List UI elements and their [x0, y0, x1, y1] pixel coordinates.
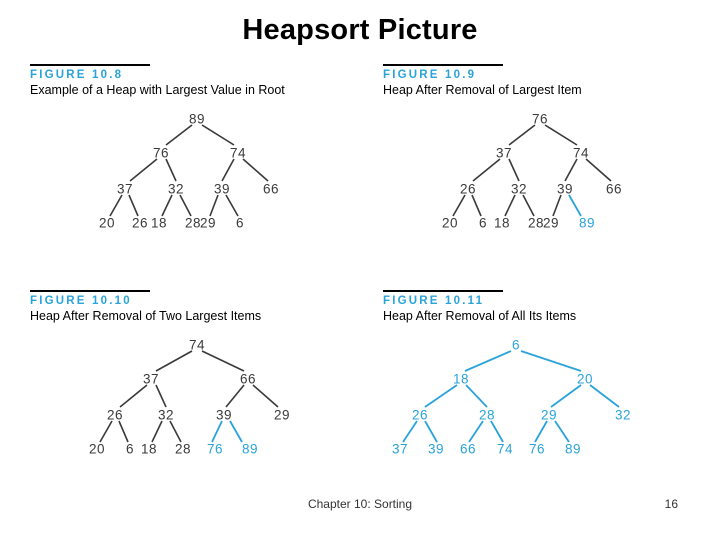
heap-node-removed: 76	[206, 441, 224, 457]
heap-edges	[452, 124, 612, 217]
heap-node: 32	[167, 181, 185, 197]
heap-node-removed: 26	[411, 407, 429, 423]
heap-edges	[99, 350, 279, 443]
page-title: Heapsort Picture	[242, 14, 478, 46]
heap-node: 29	[542, 215, 560, 231]
heap-edges	[402, 350, 620, 443]
heap-node: 74	[188, 337, 206, 353]
heap-node-removed: 39	[427, 441, 445, 457]
heap-node: 28	[184, 215, 202, 231]
heap-node: 66	[605, 181, 623, 197]
figure-label: FIGURE 10.8	[30, 69, 124, 81]
figure-label: FIGURE 10.9	[383, 69, 477, 81]
figure-10-9: FIGURE 10.9 Heap After Removal of Larges…	[383, 64, 683, 231]
heap-node: 37	[116, 181, 134, 197]
heap-node: 20	[98, 215, 116, 231]
heap-node: 74	[229, 145, 247, 161]
heap-node: 29	[273, 407, 291, 423]
heap-node-removed: 6	[511, 337, 521, 353]
figure-10-8: FIGURE 10.8 Example of a Heap with Large…	[30, 64, 330, 231]
figure-rule	[30, 64, 150, 66]
heap-node: 66	[262, 181, 280, 197]
footer-page-number: 16	[664, 497, 678, 511]
heap-node-removed: 89	[578, 215, 596, 231]
heap-node: 37	[495, 145, 513, 161]
figure-rule	[383, 290, 503, 292]
figure-rule	[383, 64, 503, 66]
heap-node: 39	[556, 181, 574, 197]
heap-node: 32	[510, 181, 528, 197]
figure-caption: Heap After Removal of All Its Items	[383, 309, 577, 323]
heap-node: 6	[125, 441, 135, 457]
heap-node: 29	[199, 215, 217, 231]
heap-edges	[109, 124, 269, 217]
heap-node-removed: 89	[564, 441, 582, 457]
figure-label: FIGURE 10.11	[383, 295, 485, 307]
heap-node-removed: 18	[452, 371, 470, 387]
heap-node: 74	[572, 145, 590, 161]
heap-node: 28	[527, 215, 545, 231]
heap-node: 66	[239, 371, 257, 387]
heap-node: 26	[459, 181, 477, 197]
heap-node: 26	[131, 215, 149, 231]
heap-tree-10-8: 89 76 74 37 32 39 66 20 26 18 28 29 6	[30, 101, 330, 231]
figure-rule	[30, 290, 150, 292]
heap-node-removed: 89	[241, 441, 259, 457]
heap-tree-10-10: 74 37 66 26 32 39 29 20 6 18 28 76 89	[30, 327, 330, 457]
heap-node: 28	[174, 441, 192, 457]
footer-chapter-label: Chapter 10: Sorting	[307, 497, 413, 511]
heap-node: 20	[88, 441, 106, 457]
figure-10-10: FIGURE 10.10 Heap After Removal of Two L…	[30, 290, 330, 457]
figure-10-11: FIGURE 10.11 Heap After Removal of All I…	[383, 290, 683, 457]
heap-node-removed: 66	[459, 441, 477, 457]
heap-node-removed: 29	[540, 407, 558, 423]
heap-node: 6	[478, 215, 488, 231]
heap-node: 18	[150, 215, 168, 231]
heap-node-removed: 28	[478, 407, 496, 423]
figure-caption: Heap After Removal of Largest Item	[383, 83, 582, 97]
heap-node-removed: 20	[576, 371, 594, 387]
figure-label: FIGURE 10.10	[30, 295, 132, 307]
heap-node: 18	[493, 215, 511, 231]
heap-node: 39	[213, 181, 231, 197]
heap-node: 18	[140, 441, 158, 457]
heap-node: 32	[157, 407, 175, 423]
heap-node-removed: 74	[496, 441, 514, 457]
heap-node: 20	[441, 215, 459, 231]
heap-node: 76	[531, 111, 549, 127]
heap-node-removed: 32	[614, 407, 632, 423]
heap-tree-10-9: 76 37 74 26 32 39 66 20 6 18 28 29 89	[383, 101, 683, 231]
figure-caption: Example of a Heap with Largest Value in …	[30, 83, 285, 97]
heap-node: 89	[188, 111, 206, 127]
figure-caption: Heap After Removal of Two Largest Items	[30, 309, 262, 323]
heap-node: 26	[106, 407, 124, 423]
heap-node: 76	[152, 145, 170, 161]
heap-tree-10-11: 6 18 20 26 28 29 32 37 39 66 74 76 89	[383, 327, 683, 457]
heap-node: 39	[215, 407, 233, 423]
heap-node-removed: 37	[391, 441, 409, 457]
heap-node: 37	[142, 371, 160, 387]
heap-node-removed: 76	[528, 441, 546, 457]
heap-node: 6	[235, 215, 245, 231]
